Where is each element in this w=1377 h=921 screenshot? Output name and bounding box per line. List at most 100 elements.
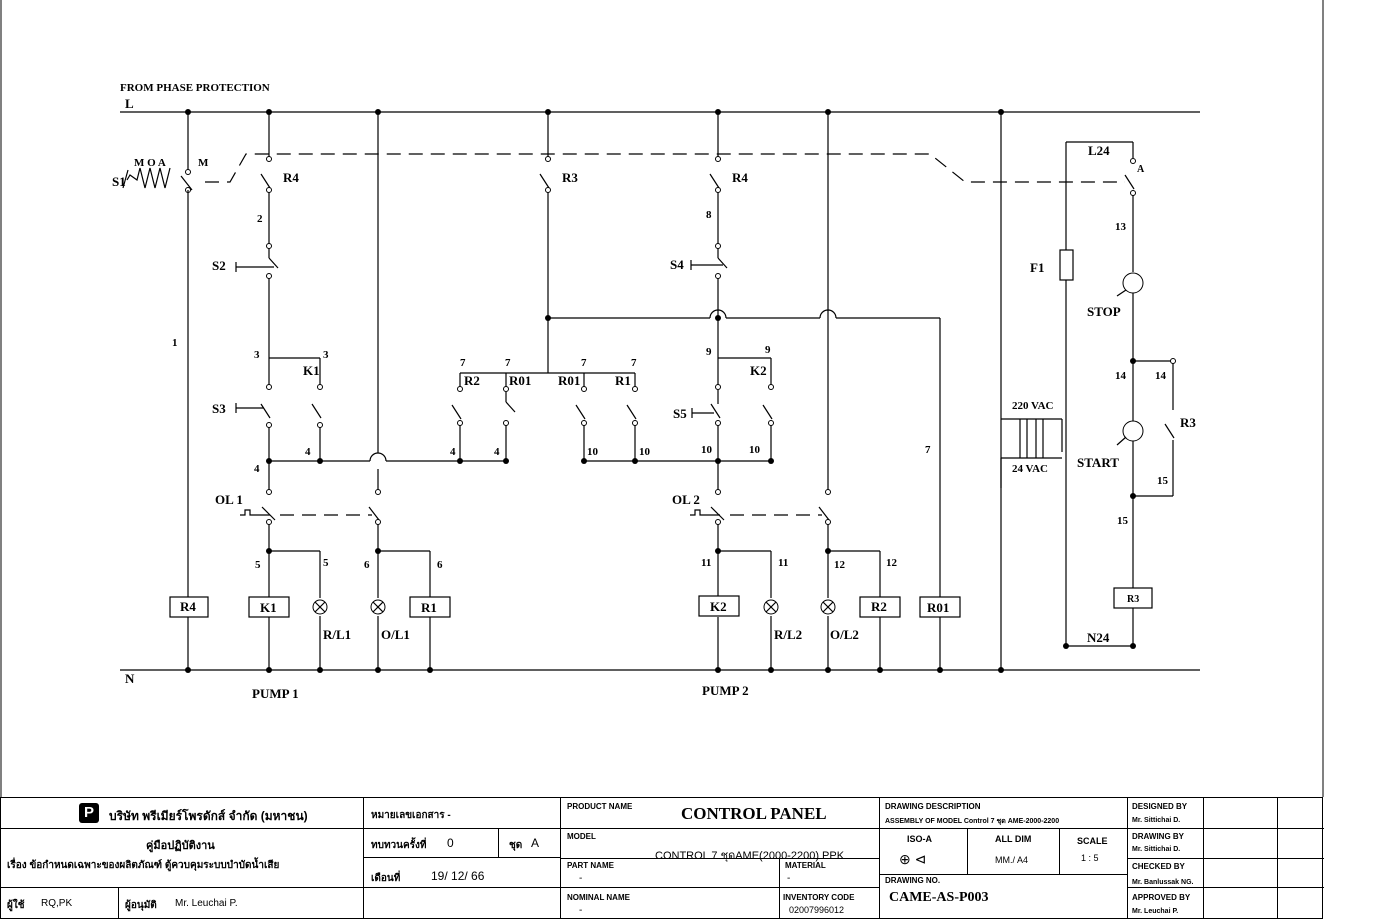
designed-label: DESIGNED BY	[1132, 802, 1188, 811]
overload-ol1-label: OL 1	[215, 492, 243, 507]
rev-label: ทบทวนครั้งที่	[371, 840, 427, 851]
n24-label: N24	[1087, 630, 1110, 645]
contact-k1-label: K1	[303, 363, 320, 378]
date-value: 19/ 12/ 66	[431, 869, 485, 883]
selector-s1-label: S1	[112, 174, 126, 189]
contactor-k2	[698, 595, 740, 617]
selector-modes-label: M O A	[134, 157, 166, 169]
product-name-value: CONTROL PANEL	[681, 804, 827, 823]
switch-s3-label: S3	[212, 401, 226, 416]
nominal-value: -	[579, 905, 583, 916]
contactor-k1	[248, 596, 290, 618]
fuse-f1-label: F1	[1030, 260, 1044, 275]
wire-12a: 12	[834, 559, 846, 571]
set-label: ชุด	[509, 840, 523, 851]
material-label: MATERIAL	[785, 861, 826, 870]
date-label: เดือนที่	[371, 873, 401, 884]
approved-label: APPROVED BY	[1132, 893, 1191, 902]
coil-r4-label: R4	[180, 599, 196, 614]
contactor-k1-label: K1	[260, 600, 277, 615]
wire-10a: 10	[587, 446, 599, 458]
stop-button-label: STOP	[1087, 304, 1121, 319]
contact-r4-a-label: R4	[283, 170, 299, 185]
wire-3a: 3	[254, 349, 260, 361]
manual-title: คู่มือปฏิบัติงาน	[146, 840, 215, 852]
contact-a-label: A	[1137, 164, 1145, 175]
wire-4b: 4	[254, 463, 260, 475]
lamp-rl2-label: R/L2	[774, 627, 802, 642]
docno-label: หมายเลขเอกสาร -	[371, 810, 451, 821]
coil-r1-label: R1	[421, 600, 437, 615]
wire-11a: 11	[701, 557, 711, 569]
ladder-diagram: FROM PHASE PROTECTION L N S1 M O A M 1 R…	[0, 0, 1324, 797]
wire-5a: 5	[255, 559, 261, 571]
contact-r01-a-label: R01	[509, 373, 531, 388]
iso-label: ISO-A	[907, 834, 933, 844]
lamp-ol2-label: O/L2	[830, 627, 859, 642]
coil-r1	[409, 596, 451, 618]
alldim-value: MM./ A4	[995, 855, 1029, 865]
pump2-label: PUMP 2	[702, 683, 749, 698]
wire-6b: 6	[437, 559, 443, 571]
coil-r4	[169, 596, 209, 618]
l24-label: L24	[1088, 143, 1110, 158]
lamp-ol1-icon	[370, 599, 386, 615]
approver-value: Mr. Leuchai P.	[175, 898, 238, 909]
checked-label: CHECKED BY	[1132, 862, 1185, 871]
rev-value: 0	[447, 836, 454, 850]
part-name-value: -	[579, 873, 583, 884]
lamp-rl1-label: R/L1	[323, 627, 351, 642]
scale-value: 1 : 5	[1081, 853, 1099, 863]
neutral-label: N	[125, 671, 135, 686]
model-value: CONTROL 7 ชุดAME(2000-2200) PPK	[655, 850, 845, 862]
material-value: -	[787, 873, 791, 884]
wire-14b: 14	[1155, 370, 1167, 382]
wire-3b: 3	[323, 349, 329, 361]
wire-4d: 4	[494, 446, 500, 458]
pump2-circuit	[690, 112, 881, 670]
nominal-label: NOMINAL NAME	[567, 893, 630, 902]
switch-s4-label: S4	[670, 257, 684, 272]
title-block: P บริษัท พรีเมียร์โพรดักส์ จำกัด (มหาชน)…	[0, 797, 1324, 919]
set-value: A	[531, 836, 540, 850]
lamp-rl2-icon	[763, 599, 779, 615]
company-logo: P	[79, 803, 99, 823]
pump1-label: PUMP 1	[252, 686, 299, 701]
contactor-k2-label: K2	[710, 599, 727, 614]
lamp-rl1-icon	[312, 599, 328, 615]
coil-r01-label: R01	[927, 600, 949, 615]
wire-9b: 9	[765, 344, 771, 356]
contact-k2-label: K2	[750, 363, 767, 378]
wire-7a: 7	[460, 357, 466, 369]
phase-protection-label: FROM PHASE PROTECTION	[120, 82, 270, 94]
pump1-circuit	[235, 112, 455, 670]
wire-15a: 15	[1117, 515, 1129, 527]
wire-9a: 9	[706, 346, 712, 358]
contact-r2-label: R2	[464, 373, 480, 388]
wire-5b: 5	[323, 557, 329, 569]
user-label: ผู้ใช้	[7, 900, 25, 911]
selector-m-label: M	[198, 157, 209, 169]
selector-s1	[122, 112, 193, 598]
lamp-ol2-icon	[820, 599, 836, 615]
wire-4a: 4	[305, 446, 311, 458]
line-label: L	[125, 96, 134, 111]
contact-r3-b-label: R3	[1180, 415, 1196, 430]
start-button-label: START	[1077, 455, 1119, 470]
checked-value: Mr. Banlussak NG.	[1132, 879, 1194, 886]
designed-value: Mr. Sittichai D.	[1132, 817, 1181, 824]
contact-r01-b-label: R01	[558, 373, 580, 388]
contact-r1-label: R1	[615, 373, 631, 388]
wire-15b: 15	[1157, 475, 1169, 487]
scale-label: SCALE	[1077, 836, 1108, 846]
drawing-by-label: DRAWING BY	[1132, 832, 1184, 841]
wire-10b: 10	[639, 446, 651, 458]
company-name: บริษัท พรีเมียร์โพรดักส์ จำกัด (มหาชน)	[109, 809, 308, 823]
wire-2: 2	[257, 213, 263, 225]
alternator-block	[451, 112, 941, 670]
wire-14a: 14	[1115, 370, 1127, 382]
inventory-value: 02007996012	[789, 905, 845, 915]
wire-7e: 7	[925, 444, 931, 456]
switch-s2-label: S2	[212, 258, 226, 273]
wire-6a: 6	[364, 559, 370, 571]
